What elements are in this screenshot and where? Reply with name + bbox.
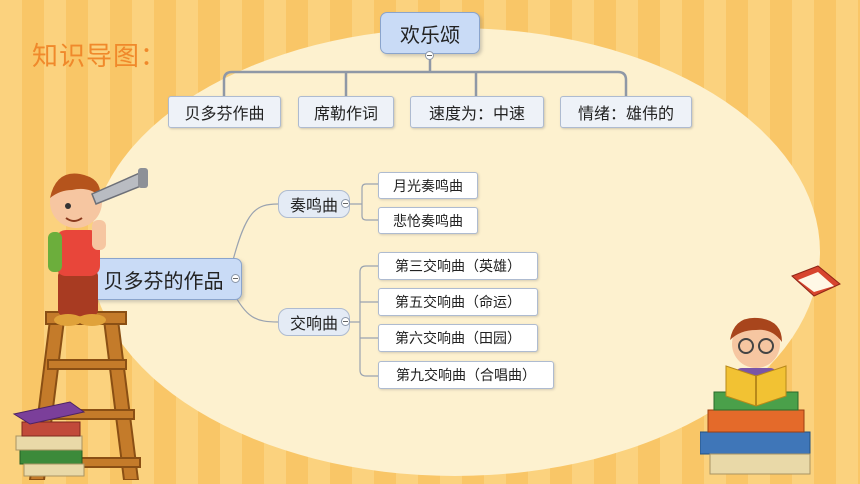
root-node-beethoven-works[interactable]: 贝多芬的作品 [85, 258, 242, 300]
child-node-tempo[interactable]: 速度为：中速 [410, 96, 544, 128]
item-sixth-symphony[interactable]: 第六交响曲（田园） [378, 324, 538, 352]
book-stack-icon [12, 401, 86, 477]
page-title: 知识导图： [32, 42, 168, 72]
item-moonlight-sonata[interactable]: 月光奏鸣曲 [378, 172, 478, 199]
item-pathetique-sonata[interactable]: 悲怆奏鸣曲 [378, 207, 478, 234]
item-ninth-symphony[interactable]: 第九交响曲（合唱曲） [378, 361, 554, 389]
child-node-composer[interactable]: 贝多芬作曲 [168, 96, 281, 128]
collapse-toggle-icon[interactable] [341, 199, 350, 208]
branch-node-symphony[interactable]: 交响曲 [278, 308, 350, 336]
collapse-toggle-icon[interactable] [425, 51, 434, 60]
girl-reading-illustration [700, 317, 811, 475]
root-node-ode-to-joy[interactable]: 欢乐颂 [380, 12, 480, 54]
item-third-symphony[interactable]: 第三交响曲（英雄） [378, 252, 538, 280]
child-node-mood[interactable]: 情绪：雄伟的 [560, 96, 692, 128]
boy-with-telescope-illustration [28, 168, 148, 480]
child-node-lyricist[interactable]: 席勒作词 [298, 96, 394, 128]
flying-book-icon [791, 265, 841, 297]
item-fifth-symphony[interactable]: 第五交响曲（命运） [378, 288, 538, 316]
branch-node-sonata[interactable]: 奏鸣曲 [278, 190, 350, 218]
collapse-toggle-icon[interactable] [231, 274, 240, 283]
collapse-toggle-icon[interactable] [341, 317, 350, 326]
